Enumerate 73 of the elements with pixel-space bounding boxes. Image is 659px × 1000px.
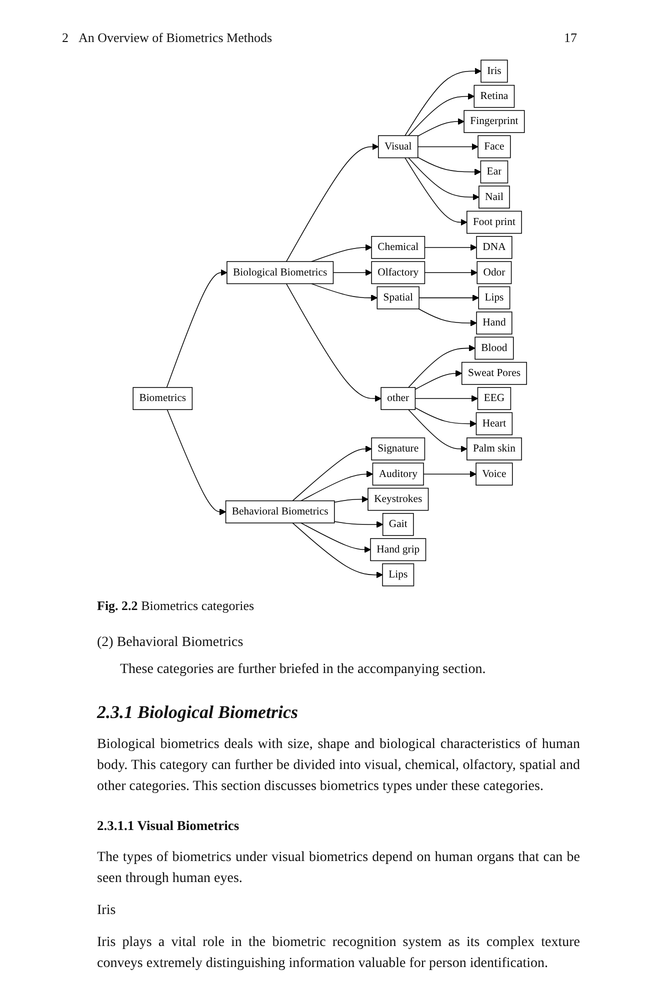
arrow bbox=[310, 244, 372, 262]
text-box: Spatial bbox=[376, 286, 420, 310]
text-box: Face bbox=[477, 135, 510, 158]
arrow bbox=[414, 395, 478, 402]
arrow bbox=[332, 269, 372, 276]
paragraph: The types of biometrics under visual biometrics depend on human organs that can be seen through human eyes. bbox=[97, 849, 580, 888]
arrow bbox=[334, 496, 368, 503]
text-box: Foot print bbox=[466, 210, 522, 234]
arrow bbox=[417, 156, 481, 176]
arrow bbox=[422, 470, 476, 478]
text-box: Chemical bbox=[370, 236, 425, 259]
running-head: An Overview of Biometrics Methods bbox=[78, 30, 272, 46]
arrow bbox=[300, 522, 370, 553]
arrow bbox=[334, 521, 383, 528]
text-box: Biometrics bbox=[132, 387, 192, 410]
figure-caption: Fig. 2.2 Biometrics categories bbox=[97, 598, 254, 613]
paragraph-heading: Iris bbox=[97, 902, 117, 920]
text-box: DNA bbox=[476, 236, 512, 259]
arrow bbox=[166, 269, 227, 388]
text-box: Auditory bbox=[372, 462, 424, 486]
page-number: 17 bbox=[564, 30, 577, 45]
text-box: Ear bbox=[480, 160, 508, 184]
arrow bbox=[408, 344, 475, 388]
arrow bbox=[417, 118, 464, 137]
text-box: Olfactory bbox=[370, 261, 425, 284]
text-box: Sweat Pores bbox=[461, 362, 527, 385]
text-box: Lips bbox=[382, 563, 414, 586]
arrow bbox=[418, 308, 476, 326]
text-box: Biological Biometrics bbox=[226, 261, 334, 284]
text-box: Hand grip bbox=[370, 538, 426, 562]
text-box: Fingerprint bbox=[463, 110, 524, 133]
arrow bbox=[286, 283, 381, 402]
arrow bbox=[300, 470, 373, 502]
section-heading: 2.3.1 Biological Biometrics bbox=[97, 702, 299, 723]
text-box: Keystrokes bbox=[367, 488, 428, 511]
arrow bbox=[408, 409, 467, 452]
text-box: Behavioral Biometrics bbox=[225, 500, 334, 524]
arrow bbox=[404, 68, 481, 136]
arrow bbox=[286, 143, 378, 262]
arrow bbox=[292, 446, 372, 502]
paragraph: These categories are further briefed in the accompanying section. bbox=[119, 661, 487, 679]
text-box: Blood bbox=[474, 336, 514, 360]
arrow bbox=[424, 269, 478, 276]
arrow bbox=[424, 244, 476, 251]
paragraph: Biological biometrics deals with size, shape and biological characteristics of human body. This category can further be divided into visual, chemical, olfactory, spatial and other categories. This section discusses biometrics types under these categories. bbox=[97, 736, 580, 796]
text-box: Heart bbox=[476, 412, 512, 436]
paragraph: Iris plays a vital role in the biometric recognition system as its complex texture conveys extremely distinguishing information valuable for person identification. bbox=[97, 934, 580, 973]
arrow bbox=[408, 157, 479, 200]
text-box: Visual bbox=[378, 135, 418, 158]
chapter-number: 2 bbox=[62, 30, 68, 46]
text-box: Nail bbox=[478, 186, 510, 209]
arrow bbox=[414, 407, 476, 428]
text-box: EEG bbox=[477, 387, 511, 410]
arrow bbox=[404, 157, 467, 226]
text-box: Iris bbox=[480, 60, 508, 83]
text-box: other bbox=[380, 387, 416, 410]
text-box: Gait bbox=[382, 513, 414, 536]
arrow bbox=[417, 143, 478, 150]
arrow bbox=[292, 522, 382, 578]
text-box: Retina bbox=[473, 84, 514, 108]
list-item: (2) Behavioral Biometrics bbox=[97, 634, 244, 652]
subsection-heading: 2.3.1.1 Visual Biometrics bbox=[97, 817, 240, 835]
text-box: Hand bbox=[476, 312, 512, 334]
arrow bbox=[408, 93, 474, 136]
arrow bbox=[414, 370, 462, 390]
text-box: Voice bbox=[475, 462, 512, 486]
arrow bbox=[166, 409, 226, 516]
text-box: Signature bbox=[370, 437, 425, 460]
arrow bbox=[418, 294, 479, 302]
text-box: Odor bbox=[476, 261, 512, 284]
arrow bbox=[310, 283, 378, 302]
text-box: Palm skin bbox=[466, 437, 522, 460]
text-box: Lips bbox=[478, 286, 510, 310]
